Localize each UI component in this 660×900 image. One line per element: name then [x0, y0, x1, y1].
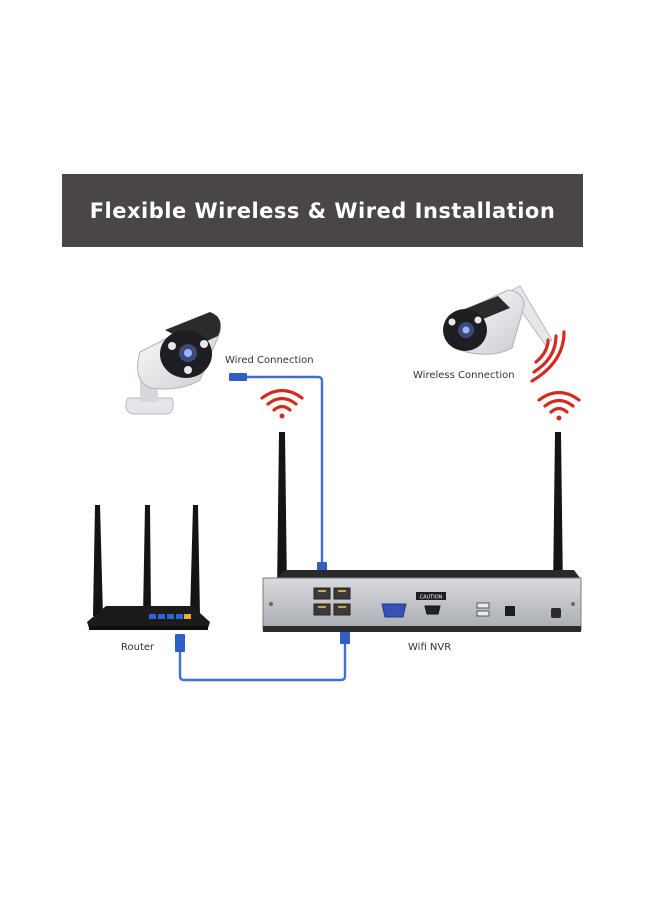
wireless-connection-label: Wireless Connection [413, 370, 515, 381]
router-icon [87, 505, 210, 630]
caution-label: CAUTION [420, 595, 443, 601]
wifi-nvr-label: Wifi NVR [408, 642, 451, 653]
wifi-signal-icon [537, 390, 581, 421]
wired-camera-icon [125, 312, 221, 415]
wifi-signal-icon [530, 330, 566, 383]
nvr-icon: CAUTION [262, 570, 582, 632]
ethernet-cable-icon [175, 373, 350, 682]
wifi-signal-icon [260, 388, 304, 419]
router-label: Router [121, 642, 155, 653]
page-title: Flexible Wireless & Wired Installation [89, 198, 556, 223]
wired-connection-label: Wired Connection [225, 355, 314, 366]
wireless-camera-icon [443, 285, 553, 355]
title-banner: Flexible Wireless & Wired Installation [62, 174, 583, 247]
